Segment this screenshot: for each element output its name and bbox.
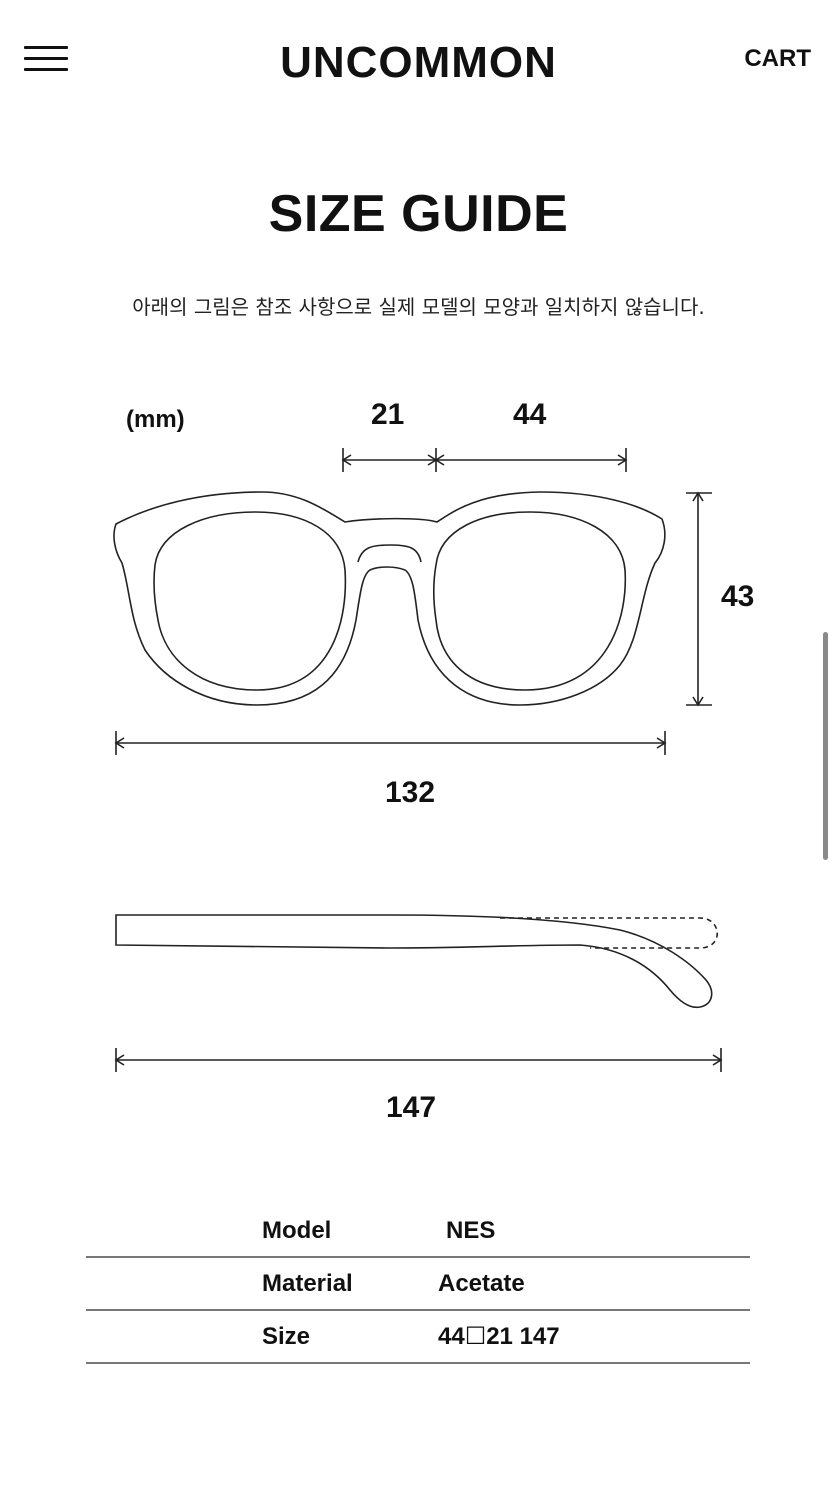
brand-logo[interactable]: UNCOMMON xyxy=(280,38,557,87)
page-title: SIZE GUIDE xyxy=(268,185,569,243)
arrowhead xyxy=(617,454,628,466)
table-row: Model NES xyxy=(86,1205,750,1257)
menu-line xyxy=(24,57,68,60)
temple-length-label: 147 xyxy=(386,1091,437,1124)
spec-value: 44☐21 147 xyxy=(438,1323,560,1350)
arrowhead xyxy=(341,454,352,466)
bridge-width-label: 21 xyxy=(371,398,405,431)
left-lens xyxy=(153,511,347,691)
right-lens xyxy=(432,511,627,691)
spec-label: Model xyxy=(262,1216,332,1244)
arrowhead xyxy=(656,737,667,749)
spec-value: NES xyxy=(446,1216,496,1244)
scrollbar[interactable] xyxy=(823,632,828,860)
arrowhead xyxy=(712,1054,723,1066)
glasses-measurement-svg xyxy=(113,448,723,1072)
spec-label: Material xyxy=(262,1269,353,1297)
glasses-front-outline xyxy=(113,491,666,706)
temple-arm xyxy=(115,914,713,1009)
menu-line xyxy=(24,68,68,71)
table-row: Size 44☐21 147 xyxy=(86,1310,750,1363)
cart-link[interactable]: CART xyxy=(744,45,811,72)
frame-width-label: 132 xyxy=(385,776,436,809)
nose-bridge xyxy=(357,544,422,563)
arrowhead xyxy=(692,696,704,707)
arrowhead xyxy=(114,737,125,749)
unit-label: (mm) xyxy=(126,406,185,433)
spec-label: Size xyxy=(262,1322,311,1350)
hamburger-menu-icon[interactable] xyxy=(24,46,68,74)
table-row: Material Acetate xyxy=(86,1257,750,1310)
menu-line xyxy=(24,46,68,49)
spec-value: Acetate xyxy=(438,1269,525,1297)
arrowhead xyxy=(114,1054,125,1066)
top-header: UNCOMMON CART xyxy=(0,0,837,120)
lens-width-label: 44 xyxy=(513,398,547,431)
disclaimer-text: 아래의 그림은 참조 사항으로 실제 모델의 모양과 일치하지 않습니다. xyxy=(132,295,705,319)
temple-alt-dashed xyxy=(500,917,718,949)
dimension-lines xyxy=(114,448,723,1072)
arrowhead xyxy=(434,454,445,466)
temple-side-outline xyxy=(115,914,718,1009)
lens-height-label: 43 xyxy=(721,580,755,613)
arrowhead xyxy=(692,491,704,502)
frame-outer xyxy=(113,491,666,706)
spec-table: Model NES Material Acetate Size 44☐21 14… xyxy=(86,1205,750,1364)
